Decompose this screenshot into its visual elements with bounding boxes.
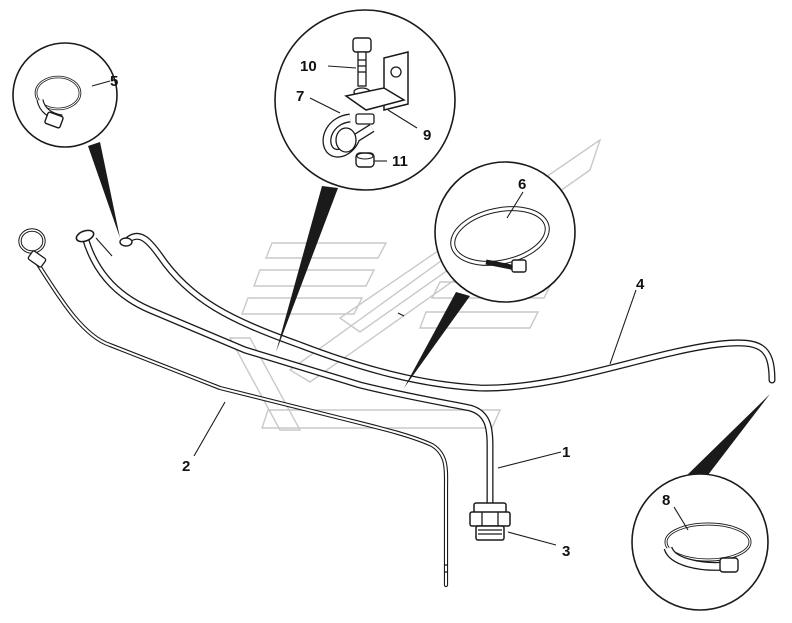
callout-5: 5 <box>110 73 118 90</box>
leader-lines <box>91 65 689 546</box>
callout-11: 11 <box>392 153 408 170</box>
callout-3: 3 <box>562 543 570 560</box>
callout-9: 9 <box>423 127 431 144</box>
callout-1: 1 <box>562 444 570 461</box>
part-2-rod <box>18 228 449 588</box>
callout-4: 4 <box>636 276 645 293</box>
detail-circle-tie-6 <box>434 161 576 303</box>
callout-labels: 1 2 3 4 5 6 7 8 9 10 11 <box>110 58 670 560</box>
callout-10: 10 <box>300 58 317 75</box>
detail-pointers <box>88 142 770 488</box>
rod-grip <box>27 250 47 268</box>
bolt-10 <box>352 37 372 53</box>
callout-8: 8 <box>662 492 670 509</box>
part-1-tube <box>75 229 494 509</box>
part-3-fitting <box>469 502 511 541</box>
callout-7: 7 <box>296 88 304 105</box>
detail-circle-clamp-5 <box>12 42 118 148</box>
tube-open-end <box>75 229 95 243</box>
callout-2: 2 <box>182 458 190 475</box>
detail-circle-clamp-8 <box>631 473 769 611</box>
hose-end <box>119 237 133 247</box>
nut-11 <box>355 152 375 168</box>
detail-circle-bracket <box>274 9 456 191</box>
part-4-hose <box>119 232 776 392</box>
callout-6: 6 <box>518 176 526 193</box>
